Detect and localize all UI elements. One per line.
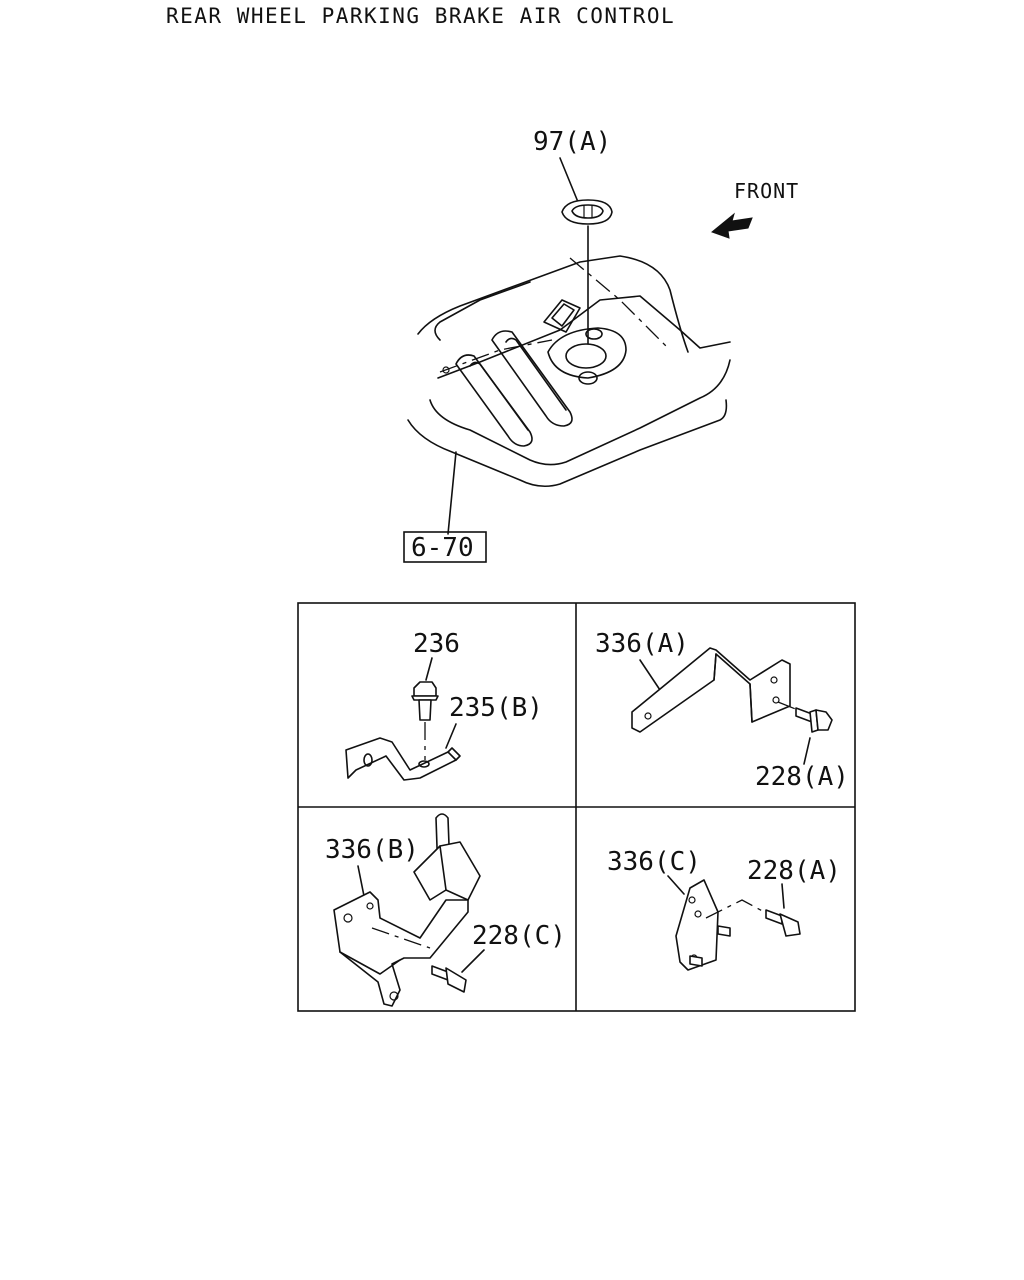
callout-228c: 228(C) (472, 921, 566, 951)
detail-grid (297, 602, 856, 1012)
ref-box-6-70 (403, 531, 487, 563)
leader-6-70 (447, 451, 457, 535)
detail-panel-336b: 336(B) 228(C) (325, 813, 566, 1007)
callout-336b: 336(B) (325, 835, 419, 865)
callout-228a-2: 228(A) (747, 856, 841, 886)
callout-97a: 97(A) (533, 127, 611, 157)
callout-228a-1: 228(A) (755, 762, 849, 792)
grommet-part (561, 199, 613, 225)
callout-235b: 235(B) (449, 693, 543, 723)
detail-panel-235b: 236 235(B) (345, 629, 543, 781)
front-label: FRONT (734, 179, 799, 203)
front-arrow-icon (710, 212, 753, 239)
callout-6-70: 6-70 (411, 533, 474, 563)
callout-236: 236 (413, 629, 460, 659)
detail-panel-336a: 336(A) 228(A) (595, 629, 849, 792)
detail-panel-336c: 336(C) 228(A) (607, 847, 841, 971)
diagram-title: REAR WHEEL PARKING BRAKE AIR CONTROL (166, 4, 675, 28)
floor-panel (407, 255, 731, 488)
leader-97a (559, 157, 579, 203)
callout-336a: 336(A) (595, 629, 689, 659)
callout-336c: 336(C) (607, 847, 701, 877)
